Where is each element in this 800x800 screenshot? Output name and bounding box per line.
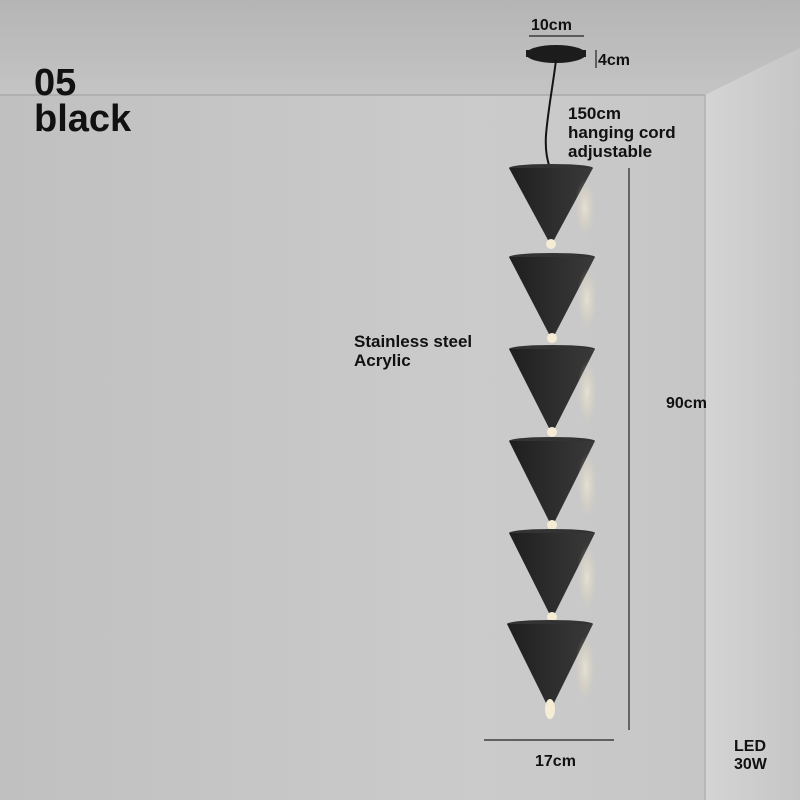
shade-width-label: 17cm [535, 753, 576, 770]
cord-length-label: 150cm [568, 104, 621, 123]
cone-shade [509, 529, 597, 622]
led-tip [547, 427, 557, 437]
canopy-diameter-label: 10cm [531, 17, 572, 34]
model-number: 05 [34, 62, 77, 104]
cord-adjustable-label: adjustable [568, 142, 653, 161]
led-tip [547, 612, 557, 622]
material-label-2: Acrylic [354, 351, 411, 370]
material-label-1: Stainless steel [354, 332, 473, 351]
hanging-cord [544, 59, 557, 169]
power-label: 30W [734, 756, 767, 773]
cone-shade [509, 164, 595, 249]
canopy-body [526, 50, 586, 57]
led-tip [547, 520, 557, 530]
ceiling [0, 0, 800, 95]
led-tip [546, 239, 556, 249]
cone-shade [509, 345, 597, 437]
color-label: black [34, 98, 132, 140]
led-tip [547, 333, 557, 343]
side-wall [705, 48, 800, 800]
cord-description-label: hanging cord [568, 123, 676, 142]
cone-shades [507, 164, 597, 719]
light-type-label: LED [734, 738, 766, 755]
cone-shade [509, 253, 597, 343]
total-height-label: 90cm [666, 395, 707, 412]
cone-shade [507, 620, 595, 719]
cone-shade [509, 437, 597, 530]
led-tip [545, 699, 555, 719]
canopy-height-label: 4cm [598, 52, 631, 69]
